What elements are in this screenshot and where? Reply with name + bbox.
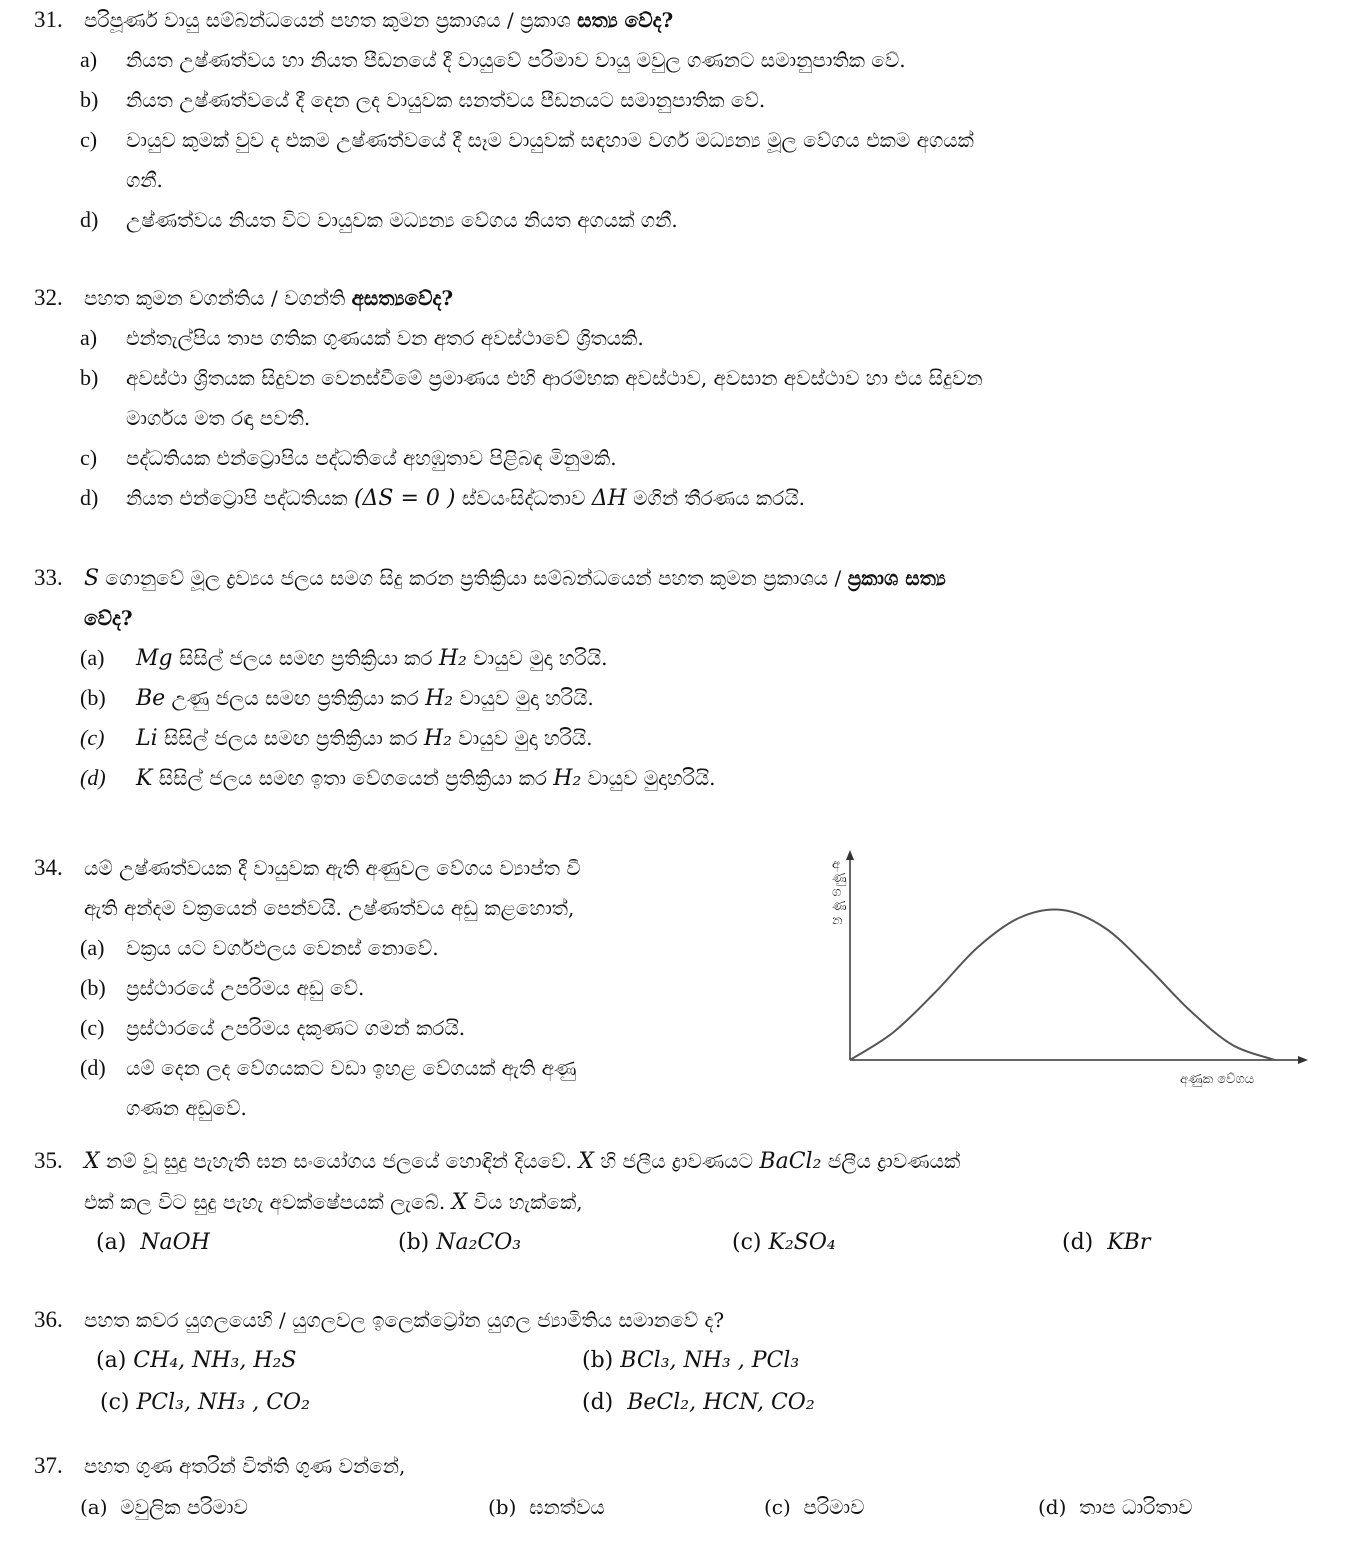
question-32: 32. පහත කුමන වගන්තිය / වගන්ති අසත්‍යවේද?… <box>0 278 1347 518</box>
option-c: (c)Li සිසිල් ජලය සමඟ ප්‍රතික්‍රියා කර H₂… <box>80 725 593 751</box>
option-a: (a)වක්‍රය යට වර්ගඵලය වෙනස් නොවේ. <box>80 935 439 960</box>
question-32-stem: 32. පහත කුමන වගන්තිය / වගන්ති අසත්‍යවේද? <box>0 278 1347 318</box>
option-c: c)වායුව කුමක් වුව ද එකම උෂ්ණත්වයේ දී සෑම… <box>80 127 974 152</box>
question-number: 31. <box>34 7 63 32</box>
x-axis-label: අණුක වේගය <box>1180 1072 1255 1087</box>
option-c: (c) K₂SO₄ <box>732 1230 836 1255</box>
option-a: (a) CH₄, NH₃, H₂S <box>96 1348 297 1373</box>
y-axis-arrow <box>846 850 854 860</box>
option-a: (a) මවුලික පරිමාව <box>80 1495 248 1519</box>
option-c: c)පද්ධතියක එන්ට්‍රොපිය පද්ධතියේ අහඹුතාව … <box>80 445 617 470</box>
question-number: 35. <box>34 1148 63 1173</box>
question-37: 37. පහත ගුණ අතරින් විත්ති ගුණ වන්නේ, (a)… <box>0 1446 1347 1528</box>
option-c: (c) PCl₃, NH₃ , CO₂ <box>100 1390 310 1415</box>
option-d: (d) BeCl₂, HCN, CO₂ <box>582 1390 815 1415</box>
question-35: 35. X නම් වූ සුදු පැහැති ඝන සංයෝගය ජලයේ … <box>0 1140 1347 1264</box>
stem-text: පරිපූර්ණ වායු සම්බන්ධයෙන් පහත කුමන ප්‍රක… <box>84 8 578 32</box>
y-axis-label: අණු ගණන <box>832 857 847 928</box>
question-number: 37. <box>34 1453 63 1478</box>
option-d: (d) තාප ධාරිතාව <box>1038 1495 1193 1519</box>
option-d: d)නියත එන්ට්‍රොපි පද්ධතියක (ΔS = 0 ) ස්ව… <box>80 485 805 511</box>
option-c-continued: ගනී. <box>126 168 163 192</box>
option-b: b)නියත උෂ්ණත්වයේ දී දෙන ලද වායුවක ඝනත්වය… <box>80 87 766 112</box>
question-number: 33. <box>34 565 63 590</box>
option-d: (d) KBr <box>1062 1230 1151 1255</box>
option-b: (b) BCl₃, NH₃ , PCl₃ <box>582 1348 800 1373</box>
stem-text: ගොනුවේ මූල ද්‍රව්‍යය ජලය සමග සිදු කරන ප්… <box>99 566 848 590</box>
option-d: (d)යම් දෙන ලද වේගයකට වඩා ඉහළ වේගයක් ඇති … <box>80 1055 577 1080</box>
option-d: d)උෂ්ණත්වය නියත විට වායුවක මධ්‍යන්‍ය වේග… <box>80 207 678 232</box>
question-34: 34. යම් උෂ්ණත්වයක දී වායුවක ඇති අණුවල වේ… <box>0 848 1347 1128</box>
option-b: (b)ප්‍රස්ථාරයේ උපරිමය අඩු වේ. <box>80 975 365 1000</box>
option-b: (b)Be උණු ජලය සමඟ ප්‍රතික්‍රියා කර H₂ වා… <box>80 685 594 711</box>
question-number: 32. <box>34 285 63 310</box>
options-row: (a) NaOH (b) Na₂CO₃ (c) K₂SO₄ (d) KBr <box>0 1222 1347 1264</box>
question-number: 36. <box>34 1307 63 1332</box>
option-a: (a) NaOH <box>96 1230 210 1255</box>
option-a: a)නියත උෂ්ණත්වය හා නියත පීඩනයේ දී වායුවේ… <box>80 47 906 72</box>
option-c: (c) පරිමාව <box>764 1495 865 1519</box>
x-axis-arrow <box>1298 1056 1308 1064</box>
stem-emphasis: ප්‍රකාශ සත්‍ය <box>847 566 946 590</box>
option-a: (a)Mg සිසිල් ජලය සමඟ ප්‍රතික්‍රියා කර H₂… <box>80 645 608 671</box>
question-37-stem: 37. පහත ගුණ අතරින් විත්ති ගුණ වන්නේ, <box>0 1446 1347 1486</box>
question-36: 36. පහත කවර යුගලයෙහි / යුගලවල ඉලෙක්ට්‍රෝ… <box>0 1300 1347 1424</box>
option-d-continued: ගණන අඩුවේ. <box>126 1096 247 1120</box>
option-d: (d)K සිසිල් ජලය සමඟ ඉතා වේගයෙන් ප්‍රතික්… <box>80 765 716 791</box>
stem-emphasis: අසත්‍යවේද? <box>351 286 454 310</box>
option-a: a)එන්තැල්පිය තාප ගතික ගුණයක් වන අතර අවස්… <box>80 325 644 350</box>
question-33: 33. S ගොනුවේ මූල ද්‍රව්‍යය ජලය සමග සිදු … <box>0 558 1347 798</box>
question-33-stem: 33. S ගොනුවේ මූල ද්‍රව්‍යය ජලය සමග සිදු … <box>0 558 1347 598</box>
question-31: 31. පරිපූර්ණ වායු සම්බන්ධයෙන් පහත කුමන ප… <box>0 0 1347 240</box>
math-delta-h: ΔH <box>591 486 627 511</box>
question-35-stem: 35. X නම් වූ සුදු පැහැති ඝන සංයෝගය ජලයේ … <box>0 1140 1347 1182</box>
option-b: (b) ඝනත්වය <box>488 1495 605 1519</box>
option-b: b)අවස්ථා ශ්‍රිතයක සිදුවන වෙනස්වීමේ ප්‍රම… <box>80 365 983 390</box>
option-b-continued: මාර්ගය මත රඳා පවතී. <box>126 406 311 430</box>
speed-distribution-chart: අණු ගණන අණුක වේගය <box>820 850 1320 1100</box>
question-number: 34. <box>34 855 63 880</box>
chart-svg <box>846 850 1308 1064</box>
question-36-stem: 36. පහත කවර යුගලයෙහි / යුගලවල ඉලෙක්ට්‍රෝ… <box>0 1300 1347 1340</box>
question-34-stem: 34. යම් උෂ්ණත්වයක දී වායුවක ඇති අණුවල වේ… <box>0 848 1347 888</box>
distribution-curve <box>849 908 1276 1061</box>
math-delta-s: (ΔS = 0 ) <box>353 486 456 511</box>
stem-emphasis: සත්‍ය වේද? <box>577 8 674 32</box>
option-b: (b) Na₂CO₃ <box>398 1230 522 1255</box>
stem-text: පහත කුමන වගන්තිය / වගන්ති <box>84 286 352 310</box>
option-c: (c)ප්‍රස්ථාරයේ උපරිමය දකුණට ගමන් කරයි. <box>80 1015 466 1040</box>
question-31-stem: 31. පරිපූර්ණ වායු සම්බන්ධයෙන් පහත කුමන ප… <box>0 0 1347 40</box>
